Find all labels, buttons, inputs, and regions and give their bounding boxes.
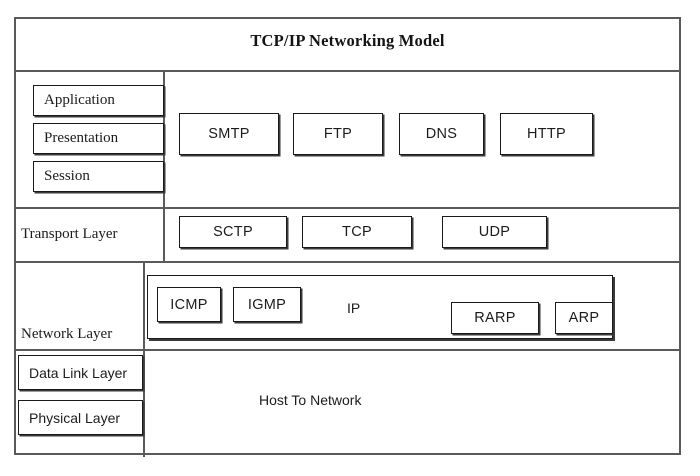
osi-layer-application[interactable]: Application: [33, 85, 164, 116]
osi-layer-physical[interactable]: Physical Layer: [18, 400, 143, 435]
host-to-network-label: Host To Network: [259, 392, 362, 408]
network-layer-label: Network Layer: [21, 326, 113, 342]
protocol-icmp[interactable]: ICMP: [157, 287, 221, 322]
vertical-divider-upper: [163, 70, 165, 261]
separator-below-transport-band: [16, 261, 679, 263]
osi-layer-presentation[interactable]: Presentation: [33, 123, 164, 154]
protocol-arp[interactable]: ARP: [555, 302, 613, 334]
osi-layer-data-link[interactable]: Data Link Layer: [18, 355, 143, 390]
separator-below-application-band: [16, 207, 679, 209]
vertical-divider-lower: [143, 261, 145, 457]
osi-layer-session[interactable]: Session: [33, 161, 164, 192]
protocol-tcp[interactable]: TCP: [302, 216, 412, 248]
protocol-rarp[interactable]: RARP: [451, 302, 539, 334]
protocol-http[interactable]: HTTP: [500, 113, 593, 155]
transport-layer-label: Transport Layer: [21, 226, 118, 242]
diagram-title: TCP/IP Networking Model: [250, 31, 445, 50]
protocol-sctp[interactable]: SCTP: [179, 216, 287, 248]
protocol-smtp[interactable]: SMTP: [179, 113, 279, 155]
protocol-igmp[interactable]: IGMP: [233, 287, 301, 322]
separator-below-network-band: [16, 349, 679, 351]
ip-label: IP: [347, 300, 361, 316]
diagram-outer-frame: TCP/IP Networking Model Application Pres…: [14, 17, 681, 457]
protocol-dns[interactable]: DNS: [399, 113, 484, 155]
protocol-ftp[interactable]: FTP: [293, 113, 383, 155]
protocol-udp[interactable]: UDP: [442, 216, 547, 248]
separator-below-title: [16, 70, 679, 72]
